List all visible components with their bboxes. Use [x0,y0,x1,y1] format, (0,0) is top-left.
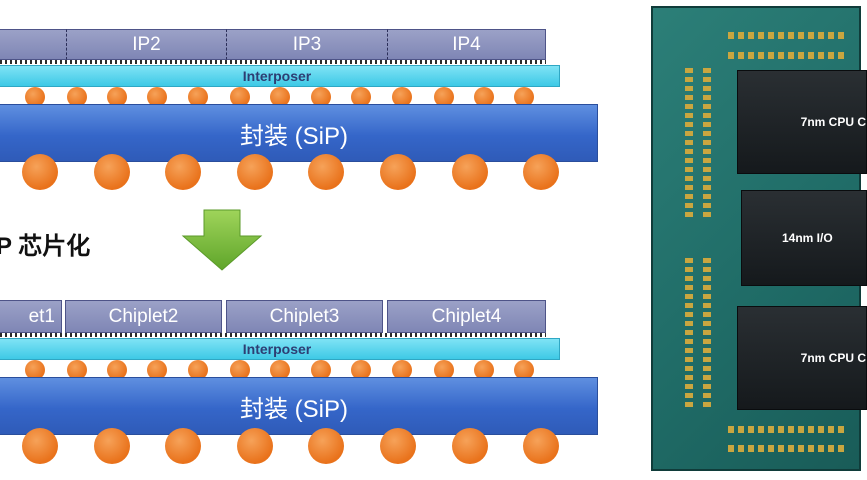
solder-ball [230,87,250,107]
pad-column [685,68,693,218]
solder-ball [434,87,454,107]
package-ball [452,154,488,190]
ip-block-3: IP3 [226,29,388,60]
solder-ball [25,87,45,107]
interposer-bottom-label: Interposer [242,341,312,357]
cpu-die-top-label: 7nm CPU C [800,115,866,129]
ip-block-4-label: IP4 [452,33,481,55]
package-ball [308,154,344,190]
substrate-top-label: 封装 (SiP) [240,122,348,150]
solder-ball [230,360,250,380]
solder-ball [514,87,534,107]
down-arrow-icon [181,209,263,271]
chiplet-2-label: Chiplet2 [108,305,179,327]
io-die: 14nm I/O [741,190,867,286]
solder-ball [270,360,290,380]
pad-row [728,426,848,433]
substrate-bottom-label: 封装 (SiP) [240,395,348,423]
package-ball [237,428,273,464]
ip-block-3-label: IP3 [292,33,322,55]
package-ball [380,154,416,190]
package-ball [237,154,273,190]
solder-ball [351,87,371,107]
cpu-die-top: 7nm CPU C [737,70,867,174]
interposer-top: Interposer [0,65,560,87]
ip-block-1 [0,29,67,60]
ip-block-4: IP4 [387,29,546,60]
package-ball [165,154,201,190]
cpu-die-bottom: 7nm CPU C [737,306,867,410]
package-ball [380,428,416,464]
chiplet-4-label: Chiplet4 [431,305,502,327]
chiplet-3: Chiplet3 [226,300,383,333]
package-ball [308,428,344,464]
io-die-label: 14nm I/O [782,231,833,245]
package-ball [22,428,58,464]
micro-bumps-bottom [0,333,546,337]
interposer-top-label: Interposer [242,68,312,84]
solder-ball [67,360,87,380]
package-ball [452,428,488,464]
transition-caption: P 芯片化 [0,233,91,260]
package-ball [523,428,559,464]
package-ball [22,154,58,190]
pad-column [685,258,693,408]
chiplet-3-label: Chiplet3 [269,305,340,327]
solder-ball [107,87,127,107]
pad-row [728,445,848,452]
solder-ball [474,360,494,380]
solder-ball [188,87,208,107]
solder-ball [392,87,412,107]
package-ball [94,154,130,190]
pad-column [703,68,711,218]
pad-row [728,52,848,59]
solder-ball [188,360,208,380]
solder-ball [351,360,371,380]
interposer-bottom: Interposer [0,338,560,360]
chip-package-photo: 7nm CPU C 14nm I/O 7nm CPU C [651,6,867,471]
pad-row [728,32,848,39]
solder-ball [392,360,412,380]
chiplet-4: Chiplet4 [387,300,546,333]
solder-ball [434,360,454,380]
package-ball [165,428,201,464]
ip-block-2: IP2 [66,29,227,60]
ip-block-2-label: IP2 [132,33,161,55]
micro-bumps-top [0,60,546,64]
cpu-die-bottom-label: 7nm CPU C [800,351,866,365]
package-ball [523,154,559,190]
substrate-bottom: 封装 (SiP) [0,377,598,435]
solder-ball [25,360,45,380]
solder-ball [311,360,331,380]
solder-ball [147,360,167,380]
chiplet-2: Chiplet2 [65,300,222,333]
pad-column [703,258,711,408]
substrate-top: 封装 (SiP) [0,104,598,162]
chiplet-1: et1 [0,300,62,333]
solder-ball [67,87,87,107]
solder-ball [474,87,494,107]
solder-ball [270,87,290,107]
chiplet-1-label: et1 [28,305,55,327]
solder-ball [107,360,127,380]
solder-ball [147,87,167,107]
package-ball [94,428,130,464]
solder-ball [514,360,534,380]
solder-ball [311,87,331,107]
